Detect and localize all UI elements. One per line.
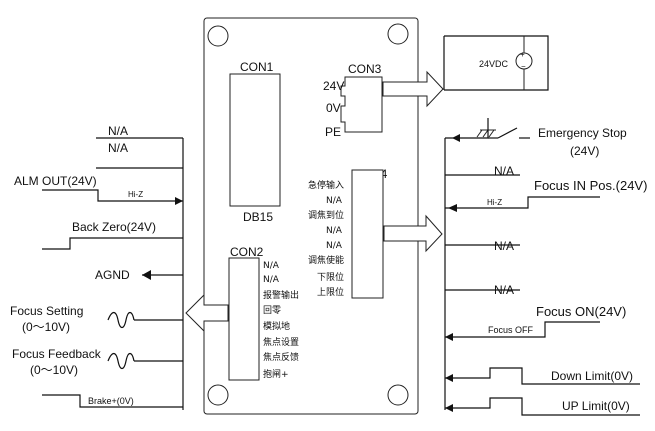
right-na-3: N/A [494,283,514,297]
focus-on-signal [445,321,600,338]
svg-text:+: + [520,50,525,59]
back-zero-label: Back Zero(24V) [72,220,156,234]
mount-hole-bottom-right [387,384,409,406]
con2-pin-6: 焦点设置 [263,336,299,348]
db15-label: DB15 [243,210,273,224]
focus-off-label: Focus OFF [488,325,534,335]
alm-out-signal [42,189,183,202]
con2-pin-7: 焦点反馈 [263,351,299,363]
estop-voltage: (24V) [570,144,599,158]
con4-pin-labels: 急停输入 N/A 调焦到位 N/A N/A 调焦使能 下限位 上限位 [308,179,344,298]
con2-arrow [185,293,229,333]
power-supply: 24VDC + − [443,35,549,91]
alm-out-label: ALM OUT(24V) [14,174,97,188]
focus-setting-label: Focus Setting [10,304,83,318]
con2-pin-1: N/A [263,261,280,271]
up-limit-signal [445,397,640,416]
con4-pin-6: 调焦使能 [308,254,344,266]
alm-out-hiz: Hi-Z [128,190,143,199]
focus-setting-range: (0～10V) [22,320,70,334]
con2-pin-5: 模拟地 [263,320,290,332]
focus-feedback-range: (0～10V) [30,363,78,377]
svg-text:−: − [521,62,526,71]
con4-pin-8: 上限位 [317,286,344,298]
down-limit-label: Down Limit(0V) [551,369,633,383]
ground-icon [476,118,496,138]
con2-pin-3: 报警输出 [263,289,299,301]
con4-pin-1: 急停输入 [308,179,344,191]
con2-pin-2: N/A [263,275,280,285]
estop-label: Emergency Stop [538,126,627,140]
back-zero-signal [42,237,183,250]
con3-pin-pe: PE [325,125,341,139]
con3-label: CON3 [348,62,382,76]
con3-power-arrow [382,70,444,108]
brake-signal [42,394,183,408]
right-na-1: N/A [494,164,514,178]
focus-in-pos-signal [445,196,600,209]
down-limit-signal [445,367,640,385]
con4-pin-2: N/A [326,196,343,206]
focus-on-label: Focus ON(24V) [536,304,626,319]
left-na-2: N/A [108,141,128,155]
con4-pin-4: N/A [326,226,343,236]
con1-connector [229,73,281,207]
con2-label: CON2 [230,245,264,259]
focus-feedback-wave [107,352,135,370]
con3-pin-0v: 0V [326,101,341,115]
con2-pin-4: 回零 [263,305,281,316]
con1-label: CON1 [240,60,274,74]
focus-in-pos-hiz: Hi-Z [487,198,502,207]
mount-hole-top-left [207,25,229,47]
con4-pin-7: 下限位 [317,271,344,283]
focus-in-pos-label: Focus IN Pos.(24V) [534,178,647,193]
con4-arrow [383,214,443,253]
focus-feedback-label: Focus Feedback [12,347,102,361]
con4-pin-3: 调焦到位 [308,209,344,221]
left-na-1: N/A [108,124,128,138]
power-supply-label: 24VDC [479,59,509,69]
con3-pin-24v: 24V [323,79,344,93]
con3-connector [340,76,383,133]
con4-connector [351,169,384,299]
con2-pin-8: 抱闸+ [263,368,289,380]
mount-hole-bottom-left [207,384,229,406]
con2-pin-labels: N/A N/A 报警输出 回零 模拟地 焦点设置 焦点反馈 抱闸+ [263,261,299,380]
con2-connector [228,257,260,381]
con4-pin-5: N/A [326,241,343,251]
estop-switch-icon [497,127,518,139]
agnd-label: AGND [95,268,130,282]
up-limit-label: UP Limit(0V) [562,399,630,413]
right-na-2: N/A [494,239,514,253]
mount-hole-top-right [387,23,409,45]
brake-label: Brake+(0V) [88,396,134,406]
focus-setting-wave [107,311,135,329]
